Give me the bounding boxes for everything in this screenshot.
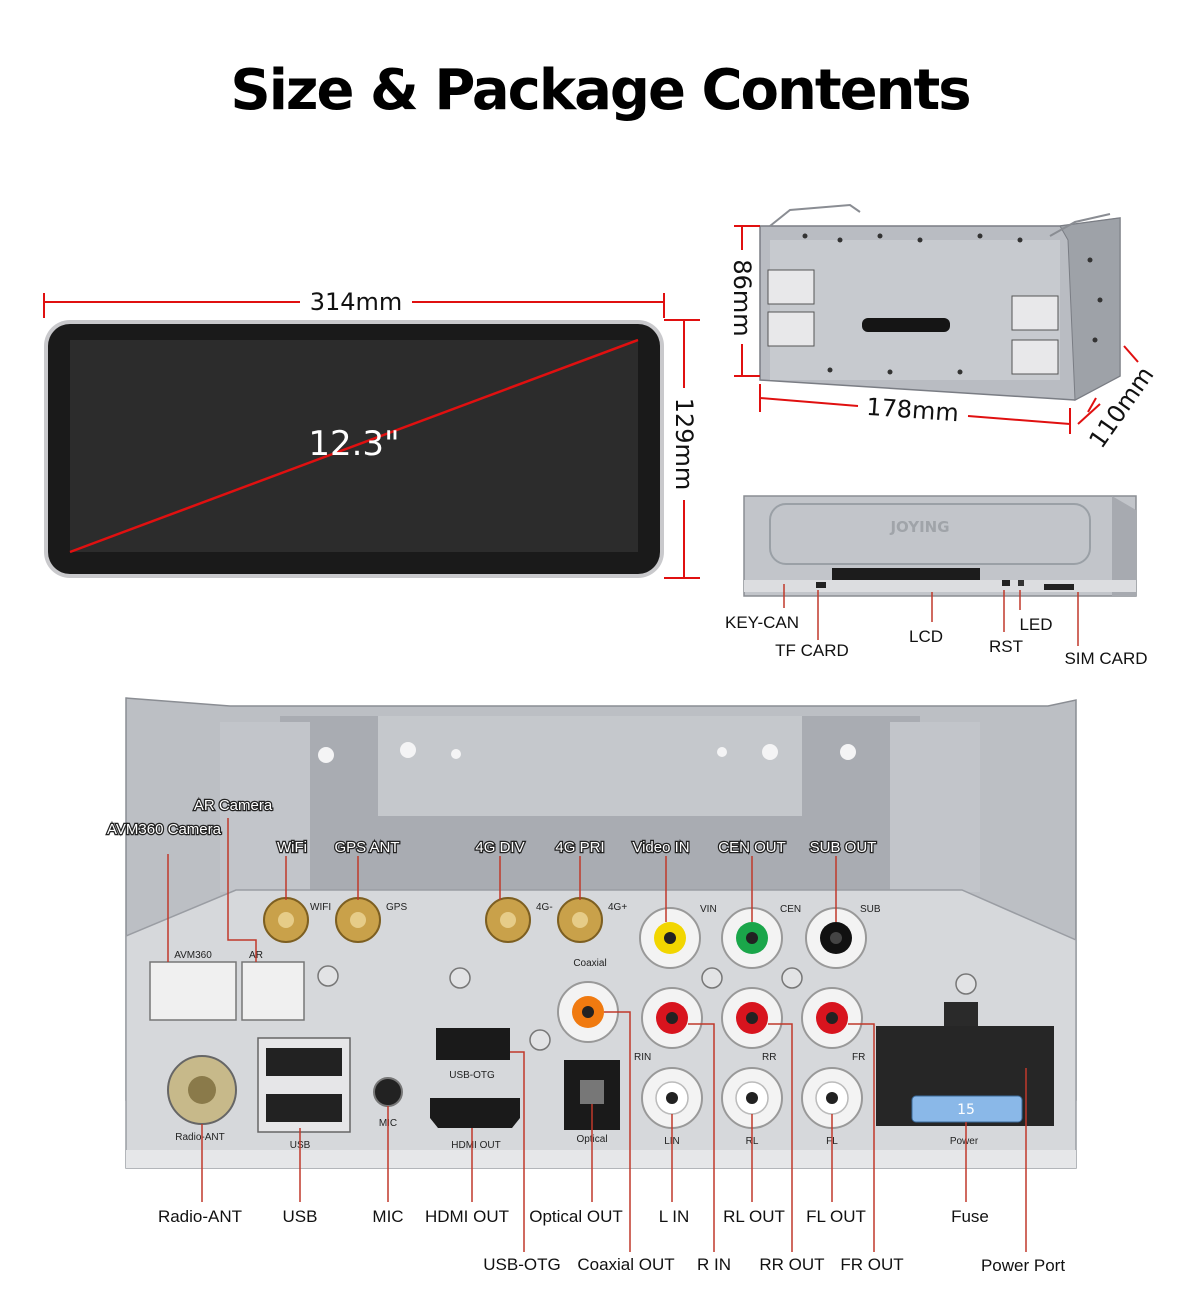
panel-text-vin: VIN	[700, 904, 717, 915]
brand-logo: JOYING	[889, 518, 949, 536]
screen-width-label: 314mm	[310, 288, 403, 316]
label-l-in: L IN	[659, 1207, 690, 1226]
chassis-height-label: 86mm	[728, 259, 756, 336]
chassis-side-view: JOYING	[743, 495, 1137, 597]
panel-text-avm360: AVM360	[174, 950, 212, 961]
fuse-value: 15	[957, 1102, 975, 1118]
panel-text-wifi: WIFI	[310, 902, 331, 913]
label-sub-out: SUB OUT	[810, 839, 877, 856]
panel-text-hdmi: HDMI OUT	[451, 1140, 500, 1151]
panel-text-radio: Radio-ANT	[175, 1132, 224, 1143]
panel-text-cen: CEN	[780, 904, 801, 915]
panel-text-4g-plus: 4G+	[608, 902, 627, 913]
label-fl-out: FL OUT	[806, 1207, 866, 1226]
label-coaxial-out: Coaxial OUT	[577, 1255, 674, 1274]
label-fuse: Fuse	[951, 1207, 989, 1226]
screen-diagonal-label: 12.3"	[308, 424, 399, 464]
label-usb-otg: USB-OTG	[483, 1255, 560, 1274]
panel-text-rin: RIN	[634, 1052, 651, 1063]
panel-text-gps: GPS	[386, 902, 407, 913]
port-label-sim-card: SIM CARD	[1064, 649, 1147, 668]
panel-text-4g-minus: 4G-	[536, 902, 553, 913]
label-rl-out: RL OUT	[723, 1207, 785, 1226]
panel-text-usb-otg: USB-OTG	[449, 1070, 495, 1081]
label-avm360-camera: AVM360 Camera	[107, 821, 222, 838]
label-rr-out: RR OUT	[759, 1255, 824, 1274]
label-radio-ant: Radio-ANT	[158, 1207, 242, 1226]
chassis-slot	[862, 318, 950, 332]
label-wifi: WiFi	[277, 839, 307, 856]
chassis-3d-view: 86mm 178mm 110mm	[728, 203, 1159, 453]
label-ar-camera: AR Camera	[194, 797, 273, 814]
label-gps-ant: GPS ANT	[334, 839, 399, 856]
label-4g-pri: 4G PRI	[555, 839, 604, 856]
diagonal-line	[69, 338, 639, 554]
panel-text-fr: FR	[852, 1052, 865, 1063]
label-usb: USB	[283, 1207, 318, 1226]
back-panel-diagram: WIFI GPS 4G- 4G+ VIN CEN SUB Coaxial RIN…	[125, 697, 1077, 1169]
label-4g-div: 4G DIV	[475, 839, 524, 856]
port-label-key-can: KEY-CAN	[725, 613, 799, 632]
panel-text-power: Power	[950, 1136, 979, 1147]
label-mic: MIC	[372, 1207, 403, 1226]
port-label-lcd: LCD	[909, 627, 943, 646]
label-hdmi-out: HDMI OUT	[425, 1207, 509, 1226]
screen-height-label: 129mm	[670, 398, 698, 491]
panel-text-coaxial: Coaxial	[573, 958, 606, 969]
label-r-in: R IN	[697, 1255, 731, 1274]
bottom-labels: Radio-ANT USB MIC HDMI OUT Optical OUT L…	[158, 1207, 1065, 1275]
port-label-led: LED	[1019, 615, 1052, 634]
page-title: Size & Package Contents	[230, 58, 971, 123]
label-video-in: Video IN	[632, 839, 689, 856]
lcd-connector	[832, 568, 980, 580]
port-label-tf-card: TF CARD	[775, 641, 849, 660]
panel-text-rr: RR	[762, 1052, 776, 1063]
screen-diagram: 12.3" 314mm 129mm	[43, 288, 700, 579]
chassis-width-label: 178mm	[865, 393, 959, 427]
fuse	[911, 1095, 1023, 1123]
label-fr-out: FR OUT	[840, 1255, 903, 1274]
panel-text-sub: SUB	[860, 904, 881, 915]
label-cen-out: CEN OUT	[718, 839, 786, 856]
label-optical-out: Optical OUT	[529, 1207, 623, 1226]
port-label-rst: RST	[989, 637, 1023, 656]
label-power-port: Power Port	[981, 1256, 1065, 1275]
